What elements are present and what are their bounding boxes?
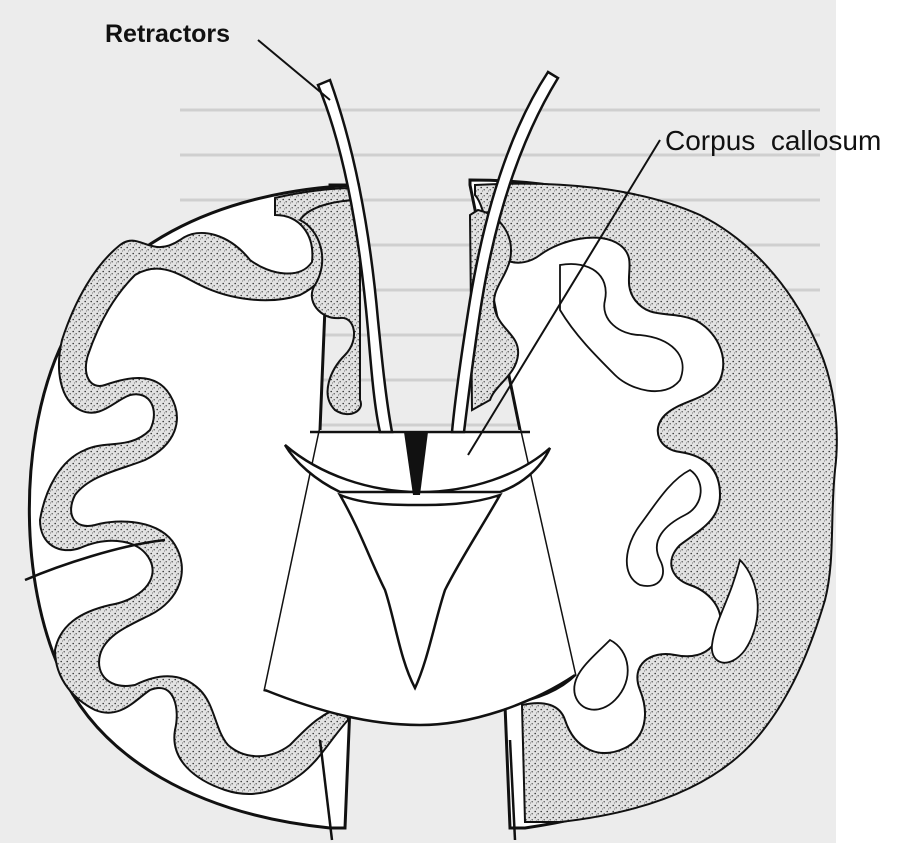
retractors-label: Retractors (105, 20, 230, 48)
corpus-callosum-label: Corpus callosum (665, 125, 881, 156)
